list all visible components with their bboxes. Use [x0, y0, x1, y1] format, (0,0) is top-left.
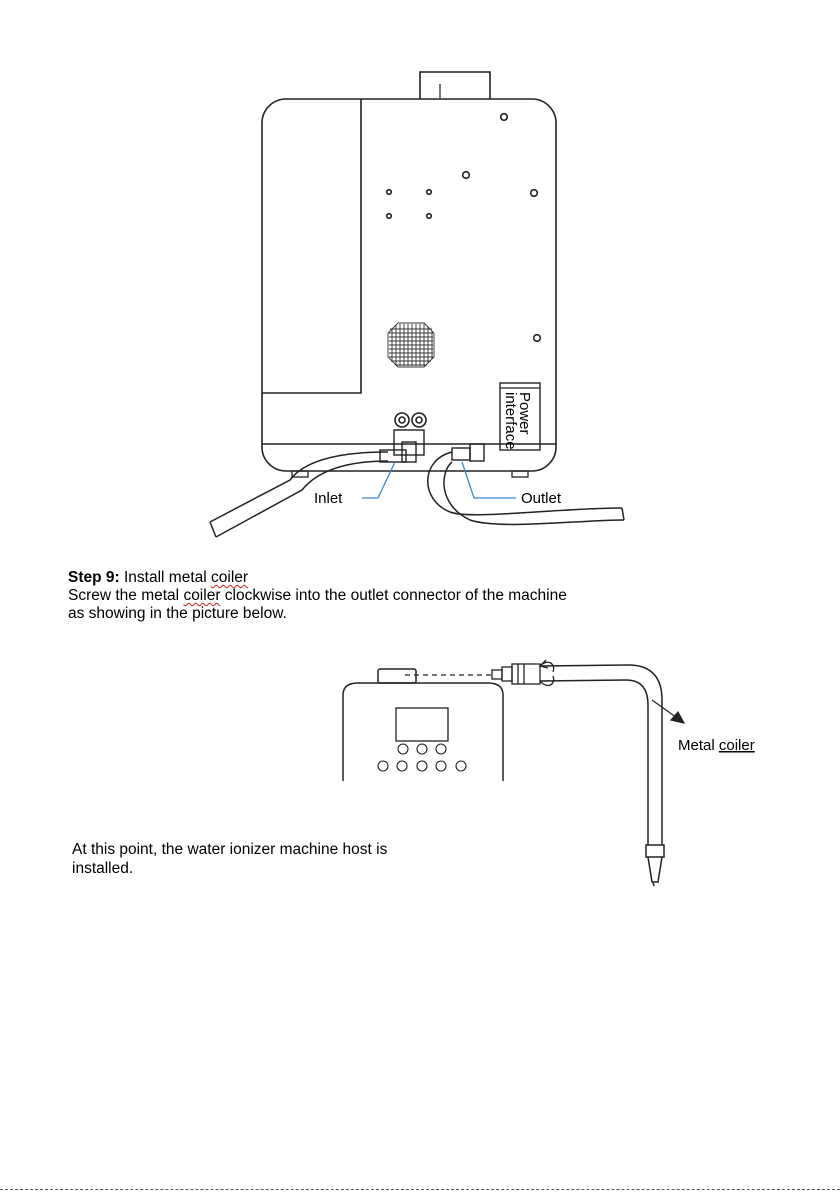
page-bottom-rule — [0, 1189, 840, 1190]
step-title: Install metal — [120, 569, 211, 586]
completion-line-2: installed. — [72, 859, 387, 878]
step-title-word: coiler — [211, 569, 248, 586]
side-panel — [262, 99, 361, 393]
completion-line-1: At this point, the water ionizer machine… — [72, 840, 387, 859]
interface-label: interface — [502, 392, 519, 450]
step-line-2: Screw the metal coiler clockwise into th… — [68, 587, 567, 605]
step-number: Step 9: — [68, 569, 120, 586]
step-line-2-word: coiler — [183, 587, 220, 604]
vent-grille — [388, 323, 434, 367]
step-title-line: Step 9: Install metal coiler — [68, 569, 567, 587]
outlet-label: Outlet — [521, 490, 562, 507]
front-top-block — [378, 669, 416, 683]
front-buttons — [378, 744, 466, 771]
step-instructions: Step 9: Install metal coiler Screw the m… — [68, 569, 567, 623]
machine-back-diagram: Inlet Outlet Power interface — [0, 0, 840, 560]
coiler-arrow — [652, 700, 684, 723]
step-line-2b: clockwise into the outlet connector of t… — [220, 587, 566, 604]
metal-coiler-tube — [540, 665, 664, 886]
inlet-connector — [380, 430, 424, 462]
drain-knobs — [395, 413, 426, 427]
outlet-callout-line — [462, 462, 516, 498]
inlet-hose — [210, 452, 388, 537]
outlet-connector — [452, 444, 484, 461]
inlet-callout-line — [362, 462, 395, 498]
screw-holes — [387, 114, 541, 342]
outlet-hose — [428, 452, 624, 524]
front-display — [396, 708, 448, 741]
completion-note: At this point, the water ionizer machine… — [72, 840, 387, 878]
metal-coiler-label: Metal coiler — [678, 737, 755, 754]
inlet-label: Inlet — [314, 490, 343, 507]
step-line-2a: Screw the metal — [68, 587, 183, 604]
top-handle — [420, 72, 490, 99]
machine-front-body — [343, 683, 503, 781]
step-line-3: as showing in the picture below. — [68, 605, 567, 623]
foot-right — [512, 471, 528, 477]
